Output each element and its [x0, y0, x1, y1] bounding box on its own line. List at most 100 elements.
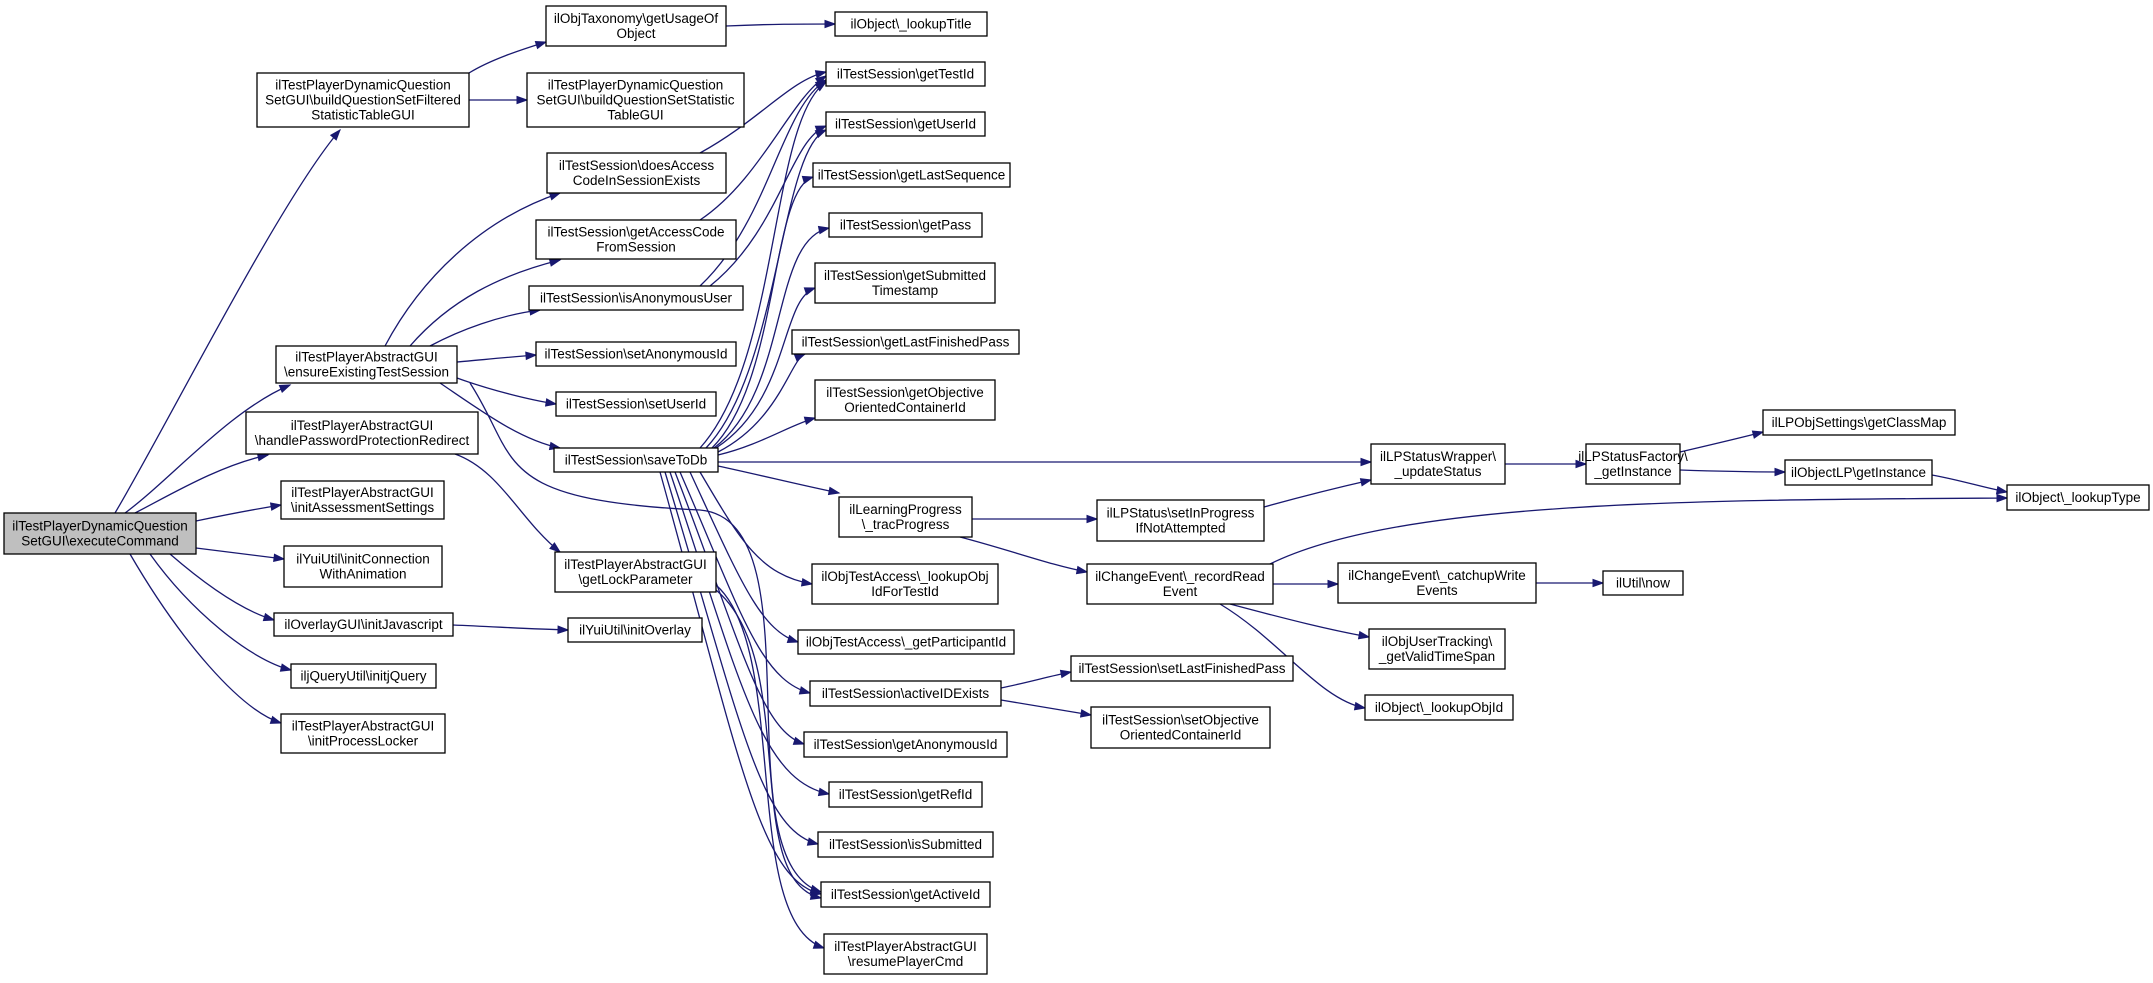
root-function-node[interactable]: ilTestPlayerDynamicQuestionSetGUI\execut… — [3, 512, 197, 555]
function-node[interactable]: ilTestPlayerAbstractGUI\handlePasswordPr… — [245, 411, 479, 455]
function-node[interactable]: ilTestSession\activeIDExists — [809, 680, 1002, 707]
function-node[interactable]: ilTestSession\setUserId — [555, 391, 717, 417]
node-label-line: ilLearningProgress — [849, 502, 962, 517]
function-node[interactable]: ilTestSession\setLastFinishedPass — [1070, 655, 1294, 682]
function-node[interactable]: ilTestSession\getUserId — [825, 111, 986, 137]
function-node[interactable]: ilTestPlayerAbstractGUI\initAssessmentSe… — [280, 480, 445, 520]
node-label-line: SetGUI\executeCommand — [21, 534, 179, 549]
function-node[interactable]: ilTestPlayerAbstractGUI\ensureExistingTe… — [275, 345, 458, 384]
function-node[interactable]: ilObject\_lookupType — [2006, 484, 2150, 511]
arrowhead-icon — [1360, 457, 1373, 467]
function-node[interactable]: ilTestSession\doesAccessCodeInSessionExi… — [546, 152, 727, 194]
function-node[interactable]: ilTestSession\isAnonymousUser — [528, 285, 744, 311]
arrowhead-icon — [817, 225, 831, 235]
arrowhead-icon — [792, 736, 806, 745]
node-label-line: \getLockParameter — [578, 572, 693, 587]
function-node[interactable]: ilTestPlayerAbstractGUI\resumePlayerCmd — [823, 933, 988, 975]
node-box — [526, 72, 745, 128]
function-node[interactable]: ilTestSession\getLastFinishedPass — [791, 329, 1020, 355]
edge-n2-to-n15 — [456, 354, 537, 363]
function-node[interactable]: ilObjTestAccess\_getParticipantId — [797, 629, 1015, 655]
function-node[interactable]: ilTestPlayerDynamicQuestionSetGUI\buildQ… — [526, 72, 745, 128]
function-node[interactable]: ilLPObjSettings\getClassMap — [1762, 409, 1956, 436]
function-node[interactable]: ilTestSession\saveToDb — [553, 447, 719, 473]
arrowhead-icon — [273, 553, 286, 563]
function-node[interactable]: ilObject\_lookupTitle — [834, 11, 988, 37]
function-node[interactable]: ilLPStatusWrapper\_updateStatus — [1370, 443, 1506, 485]
function-node[interactable]: ilObjectLP\getInstance — [1784, 459, 1933, 486]
arrowhead-icon — [806, 837, 820, 846]
edge-root-to-n1 — [114, 129, 341, 514]
node-box — [1368, 628, 1506, 670]
function-node[interactable]: ilTestSession\setAnonymousId — [535, 341, 737, 367]
edge-n46-to-n48 — [1931, 474, 2008, 493]
node-label-line: _getValidTimeSpan — [1378, 649, 1495, 664]
arrowhead-icon — [801, 175, 815, 185]
function-node[interactable]: ilTestSession\isSubmitted — [817, 831, 994, 858]
node-label-line: CodeInSessionExists — [573, 173, 701, 188]
edge-n17-to-n32 — [669, 471, 830, 795]
arrowhead-icon — [1086, 514, 1099, 524]
function-node[interactable]: ilTestSession\getActiveId — [820, 881, 991, 908]
arrowhead-icon — [1996, 493, 2009, 503]
edge-n17-to-n24 — [715, 287, 816, 449]
edge-n17-to-n20 — [699, 81, 827, 449]
node-label-line: ilTestSession\isSubmitted — [829, 837, 982, 852]
arrowhead-icon — [1592, 578, 1605, 588]
node-label-line: StatisticTableGUI — [311, 108, 415, 123]
node-box — [3, 512, 197, 555]
function-node[interactable]: ilTestSession\getAnonymousId — [803, 731, 1008, 758]
function-node[interactable]: ilUtil\now — [1602, 570, 1684, 596]
function-node[interactable]: ilTestSession\getPass — [828, 212, 983, 238]
node-label-line: OrientedContainerId — [844, 400, 966, 415]
function-node[interactable]: ilYuiUtil\initOverlay — [567, 617, 703, 643]
node-label-line: ilTestSession\getUserId — [835, 117, 976, 132]
function-node[interactable]: ilTestSession\getLastSequence — [812, 162, 1011, 188]
function-node[interactable]: ilTestSession\getRefId — [828, 781, 983, 808]
function-node[interactable]: ilTestPlayerAbstractGUI\getLockParameter — [554, 551, 717, 593]
function-node[interactable]: ilTestSession\getObjectiveOrientedContai… — [814, 379, 996, 421]
node-label-line: ilTestSession\getAnonymousId — [814, 737, 998, 752]
node-box — [812, 162, 1011, 188]
edge-root-to-n2 — [124, 384, 291, 514]
function-node[interactable]: ilObjUserTracking\_getValidTimeSpan — [1368, 628, 1506, 670]
node-box — [2006, 484, 2150, 511]
edge-n9-to-n11 — [725, 23, 836, 27]
node-label-line: ilTestSession\getSubmitted — [824, 268, 986, 283]
node-label-line: ilTestPlayerAbstractGUI — [834, 939, 977, 954]
node-box — [1096, 499, 1265, 542]
function-node[interactable]: ilTestSession\getTestId — [825, 61, 986, 87]
node-box — [1370, 443, 1506, 485]
arrowhead-icon — [809, 891, 823, 900]
function-node[interactable]: ilTestPlayerDynamicQuestionSetGUI\buildQ… — [256, 72, 470, 128]
function-node[interactable]: ilObject\_lookupObjId — [1364, 694, 1514, 721]
node-box — [817, 831, 994, 858]
arrowhead-icon — [1357, 630, 1371, 640]
function-node[interactable]: ilTestPlayerAbstractGUI\initProcessLocke… — [280, 713, 446, 754]
edge-n41-to-n45 — [1679, 431, 1764, 453]
arrowhead-icon — [803, 416, 817, 425]
function-node[interactable]: ilTestSession\setObjectiveOrientedContai… — [1090, 706, 1271, 749]
node-label-line: ilTestPlayerAbstractGUI — [292, 719, 435, 734]
edge-n38-to-n48 — [1269, 497, 2008, 565]
edge-n13-to-n20 — [699, 75, 827, 221]
arrowhead-icon — [1995, 485, 2009, 495]
arrowhead-icon — [803, 287, 817, 296]
function-node[interactable]: iljQueryUtil\initjQuery — [290, 663, 437, 689]
node-label-line: ilTestSession\setObjective — [1102, 713, 1259, 728]
arrowhead-icon — [279, 663, 293, 672]
arrowhead-icon — [548, 258, 562, 267]
function-node[interactable]: ilOverlayGUI\initJavascript — [273, 612, 454, 637]
arrowhead-icon — [557, 625, 570, 635]
function-node[interactable]: ilLearningProgress\_tracProgress — [838, 496, 973, 538]
function-node[interactable]: ilLPStatusFactory\_getInstance — [1578, 443, 1688, 485]
